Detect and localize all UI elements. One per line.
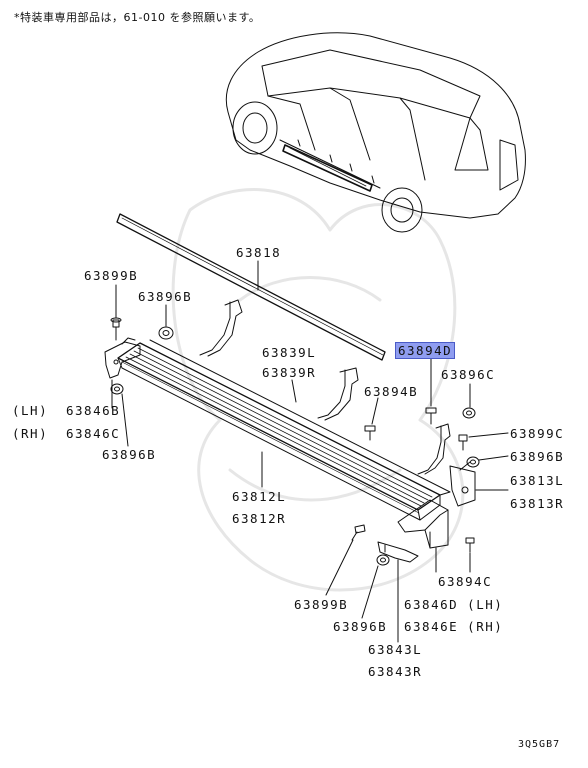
leader-63839 <box>291 379 297 403</box>
leader-63896b-left <box>121 393 129 447</box>
part-63896b-nut-left <box>110 383 124 395</box>
diagram-code: 3Q5GB7 <box>518 739 561 750</box>
part-63813-bracket <box>449 461 476 507</box>
label-63846d[interactable]: 63846D (LH) <box>404 597 504 612</box>
part-63894d-bolt <box>425 407 437 425</box>
leader-63899c <box>468 432 509 438</box>
label-63813r[interactable]: 63813R <box>510 496 565 511</box>
label-63839l[interactable]: 63839L <box>262 345 317 360</box>
label-63896b-top[interactable]: 63896B <box>138 289 193 304</box>
label-63818[interactable]: 63818 <box>236 245 282 260</box>
part-63899c-bolt <box>458 434 468 451</box>
part-63843-clip <box>377 541 419 563</box>
part-63818-molding <box>116 213 386 361</box>
leader-63894b <box>371 397 379 425</box>
label-63812l[interactable]: 63812L <box>232 489 287 504</box>
label-63846b[interactable]: 63846B <box>66 403 121 418</box>
label-63896b-left[interactable]: 63896B <box>102 447 157 462</box>
label-63894d-highlighted[interactable]: 63894D <box>394 342 456 359</box>
leader-63896b-right <box>478 455 509 461</box>
label-63899c[interactable]: 63899C <box>510 426 565 441</box>
part-63896b-nut-bottom <box>376 554 390 566</box>
label-rh: (RH) <box>12 426 49 441</box>
watermark <box>171 188 465 592</box>
label-63896b-bottom[interactable]: 63896B <box>333 619 388 634</box>
label-lh: (LH) <box>12 403 49 418</box>
part-63894b-bolt <box>364 425 376 441</box>
part-63812-step-board <box>117 339 451 521</box>
label-63812r[interactable]: 63812R <box>232 511 287 526</box>
part-63899b-bolt-bottom <box>351 524 366 541</box>
part-63839-stays <box>199 299 451 475</box>
vehicle-illustration <box>225 32 526 233</box>
label-63813l[interactable]: 63813L <box>510 473 565 488</box>
part-63896b-nut-top <box>158 326 174 340</box>
part-63846b-bracket <box>104 337 141 379</box>
leader-63899b-bottom <box>325 539 354 596</box>
label-63899b-top[interactable]: 63899B <box>84 268 139 283</box>
label-63896c[interactable]: 63896C <box>441 367 496 382</box>
label-63899b-bottom[interactable]: 63899B <box>294 597 349 612</box>
part-63899b-bolt-top <box>110 317 122 341</box>
label-63843l[interactable]: 63843L <box>368 642 423 657</box>
label-63896b-right[interactable]: 63896B <box>510 449 565 464</box>
leader-63896b-bottom <box>361 565 379 619</box>
part-63894c-bolt <box>465 537 475 553</box>
part-63896b-nut-right <box>466 456 480 468</box>
label-63846c[interactable]: 63846C <box>66 426 121 441</box>
reference-note: *特装車専用部品は，61-010 を参照願います。 <box>14 11 261 24</box>
label-63894c[interactable]: 63894C <box>438 574 493 589</box>
label-63846e[interactable]: 63846E (RH) <box>404 619 504 634</box>
label-63839r[interactable]: 63839R <box>262 365 317 380</box>
part-63896c-nut <box>462 407 476 419</box>
part-63846d-end-cap <box>397 499 449 549</box>
label-63843r[interactable]: 63843R <box>368 664 423 679</box>
label-63894b[interactable]: 63894B <box>364 384 419 399</box>
